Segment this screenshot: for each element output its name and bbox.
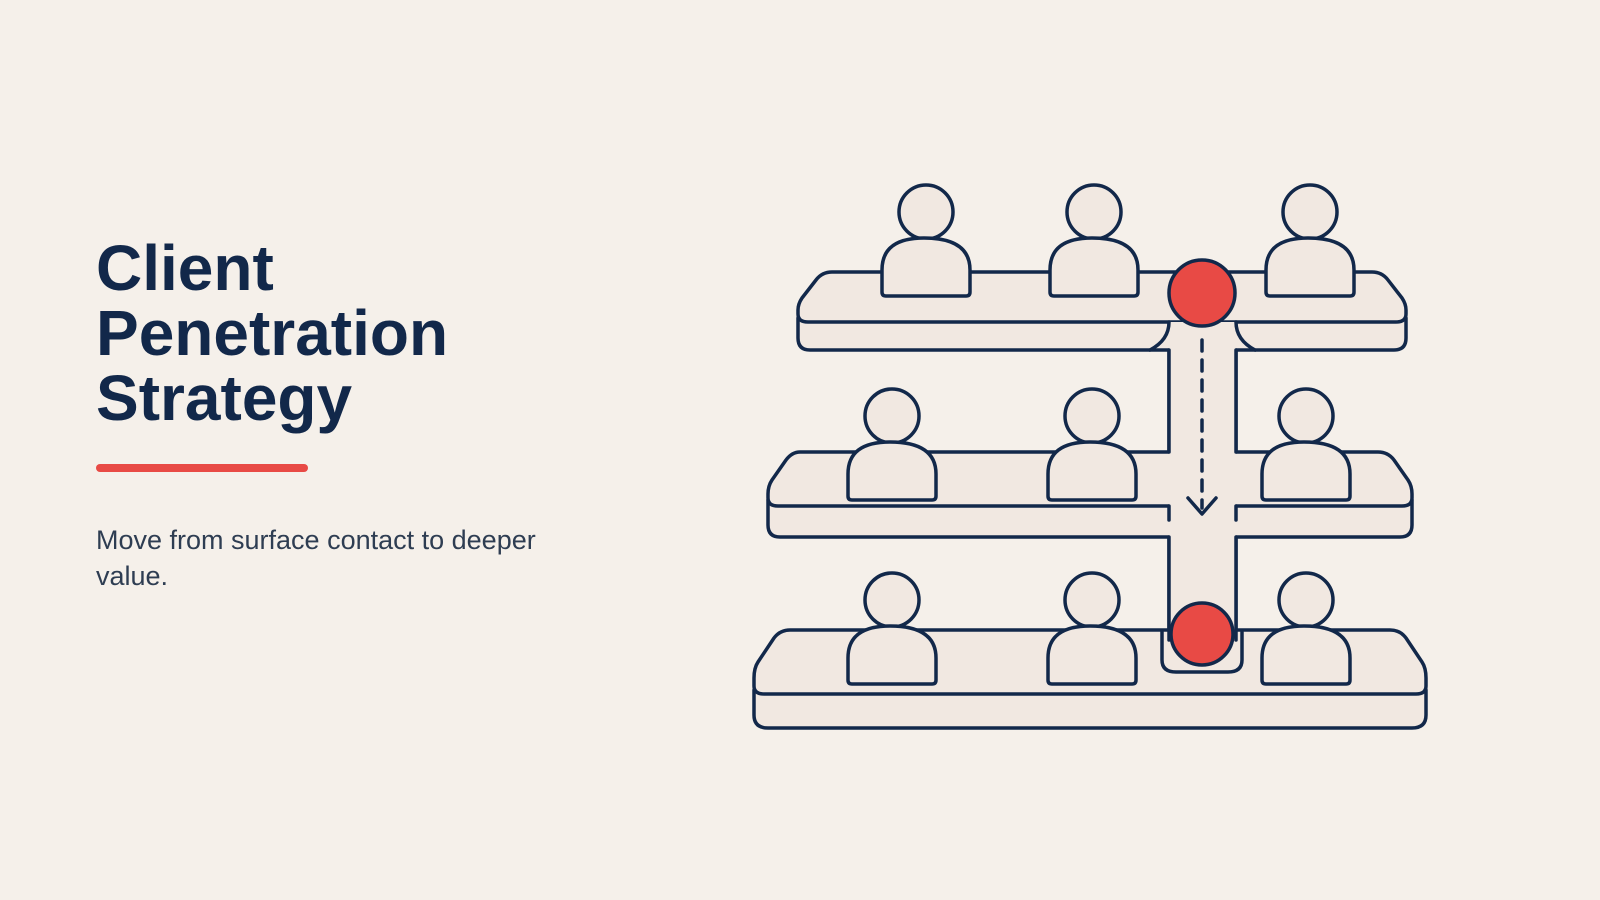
person-icon [880, 183, 972, 298]
channel-right-wall [1234, 320, 1257, 642]
slide-subtitle: Move from surface contact to deeper valu… [96, 525, 536, 591]
title-underline [96, 464, 308, 472]
person-icon [1048, 183, 1140, 298]
channel-socket [1160, 630, 1244, 674]
person-icon [846, 387, 938, 502]
person-icon [1260, 387, 1352, 502]
channel-left-wall [1148, 320, 1171, 642]
person-icon [1046, 387, 1138, 502]
entry-point-marker [1167, 258, 1237, 328]
person-icon [1264, 183, 1356, 298]
slide-title: Client Penetration Strategy [96, 232, 449, 434]
arrowhead-icon [1186, 496, 1218, 516]
destination-marker [1169, 601, 1235, 667]
